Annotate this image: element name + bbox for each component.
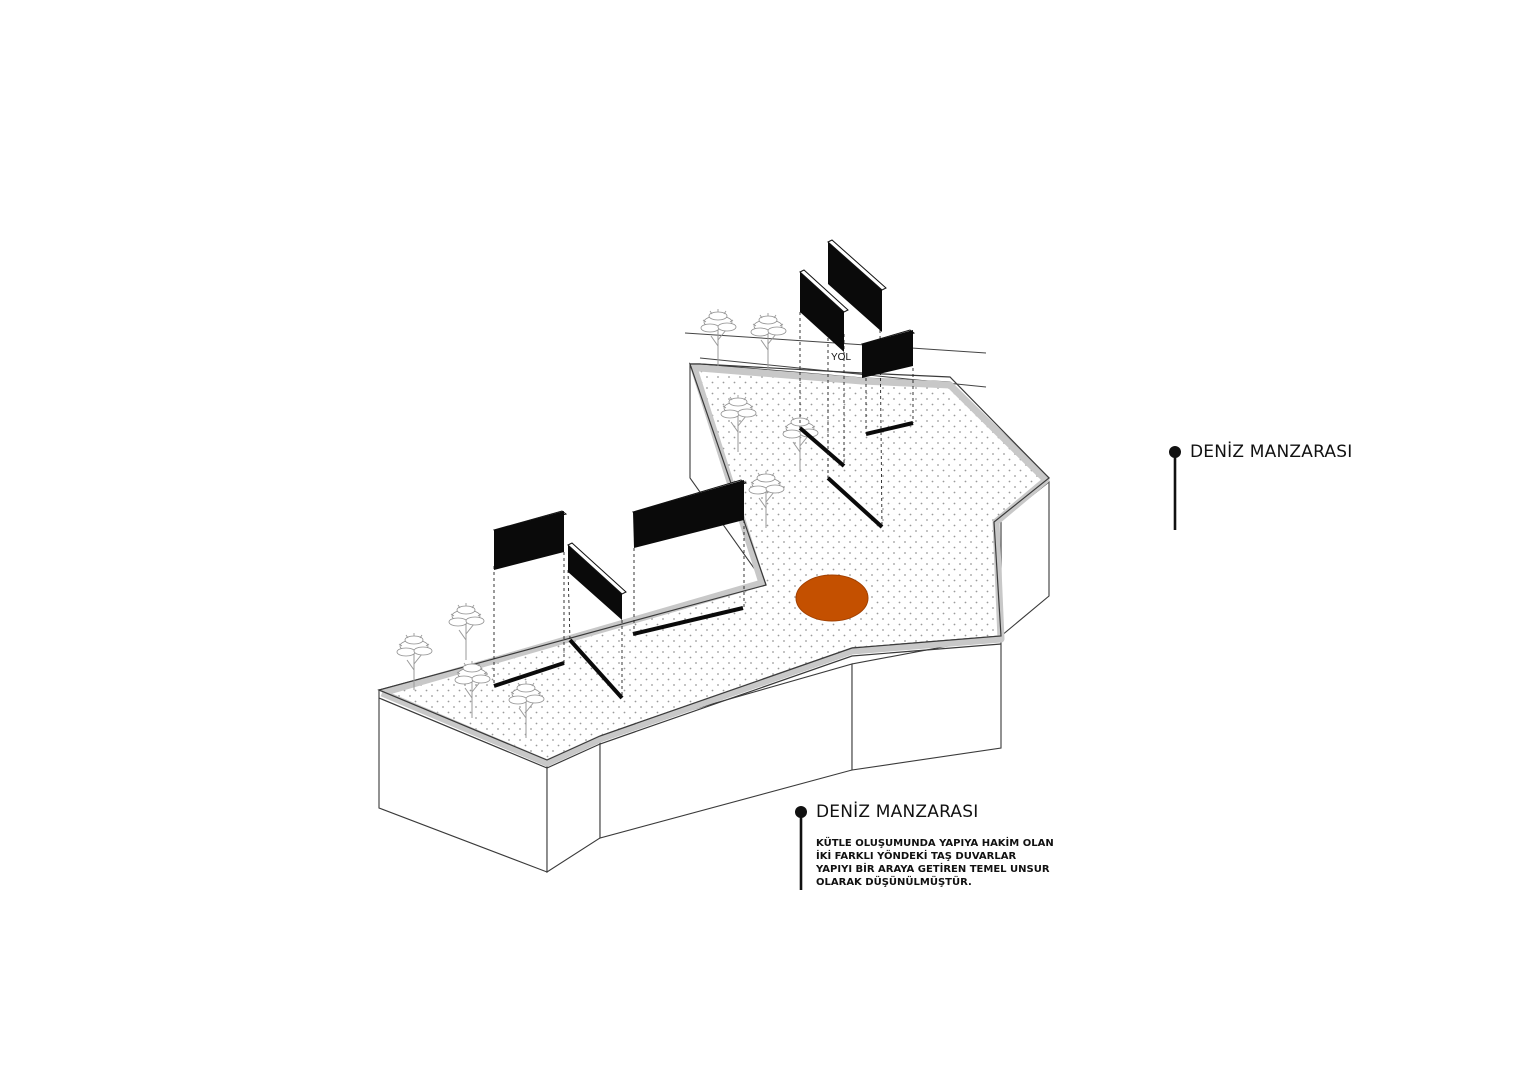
- wall-footprints: [493, 421, 914, 700]
- view-label-right: DENİZ MANZARASI: [1190, 441, 1352, 462]
- view-label-bottom: DENİZ MANZARASI: [816, 801, 978, 822]
- wall-panel: [799, 269, 849, 352]
- wall-panels: [492, 239, 916, 620]
- wall-panel: [827, 239, 887, 332]
- description-line: İKİ FARKLI YÖNDEKİ TAŞ DUVARLAR: [816, 848, 1016, 862]
- road-label: YOL: [831, 352, 851, 363]
- tree-icon: [750, 312, 787, 371]
- projection-lines: [493, 312, 914, 698]
- description-line: YAPIYI BİR ARAYA GETİREN TEMEL UNSUR: [815, 861, 1050, 875]
- view-marker-right: DENİZ MANZARASI: [1169, 441, 1352, 530]
- tree-icon: [700, 308, 737, 367]
- description-line: KÜTLE OLUŞUMUNDA YAPIYA HAKİM OLAN: [816, 835, 1054, 849]
- tree-icon: [448, 602, 485, 661]
- wall-panel: [492, 510, 568, 570]
- view-marker-bottom: DENİZ MANZARASI KÜTLE OLUŞUMUNDA YAPIYA …: [795, 801, 1054, 890]
- wall-panel: [860, 329, 916, 378]
- description-line: OLARAK DÜŞÜNÜLMÜŞTÜR.: [816, 874, 972, 888]
- wall-panel: [631, 479, 748, 548]
- wall-panel: [567, 542, 627, 620]
- description-text: KÜTLE OLUŞUMUNDA YAPIYA HAKİM OLAN İKİ F…: [815, 835, 1054, 888]
- central-courtyard-marker: [795, 574, 869, 622]
